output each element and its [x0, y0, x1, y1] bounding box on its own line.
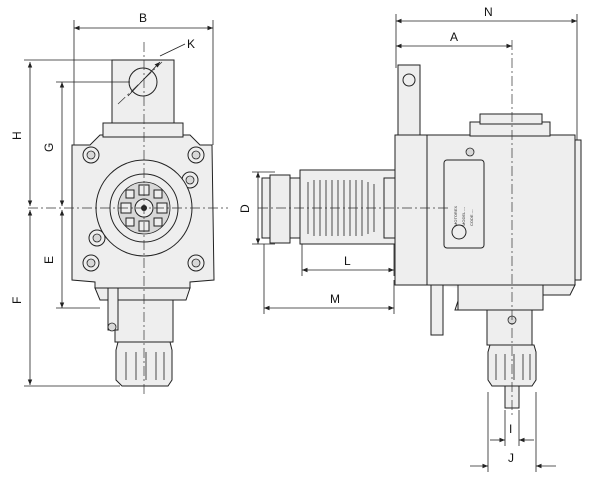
side-shank: [486, 309, 533, 346]
label-G: G: [42, 143, 56, 152]
dimension-labels: B K H G E F D L M N A I J: [10, 5, 514, 465]
label-M: M: [330, 292, 340, 306]
label-H: H: [10, 131, 24, 140]
dimensions: [24, 14, 578, 472]
side-flange: [394, 134, 428, 286]
side-view: MOTOREX MODEL --- CODE ---: [258, 40, 582, 415]
label-K: K: [187, 37, 195, 51]
lower-collar: [94, 287, 191, 301]
label-D: D: [238, 204, 252, 213]
label-L: L: [344, 254, 351, 268]
corner-bolts: [82, 146, 205, 272]
side-pin: [430, 284, 444, 336]
mounting-hole: [128, 67, 158, 97]
label-J: J: [508, 451, 514, 465]
label-N: N: [484, 5, 493, 19]
front-view: [28, 42, 228, 395]
nameplate: [443, 159, 485, 249]
label-B: B: [139, 11, 147, 25]
svg-text:CODE ---: CODE ---: [469, 209, 474, 226]
label-A: A: [450, 30, 458, 44]
svg-text:MOTOREX: MOTOREX: [453, 206, 458, 226]
horizontal-spindle: [299, 169, 396, 245]
rear-cover: [574, 139, 582, 281]
label-I: I: [509, 422, 512, 436]
label-F: F: [10, 297, 24, 304]
svg-text:MODEL ---: MODEL ---: [461, 206, 466, 226]
housing-cap: [102, 122, 184, 138]
collet-nut: [115, 341, 173, 387]
label-E: E: [42, 256, 56, 264]
